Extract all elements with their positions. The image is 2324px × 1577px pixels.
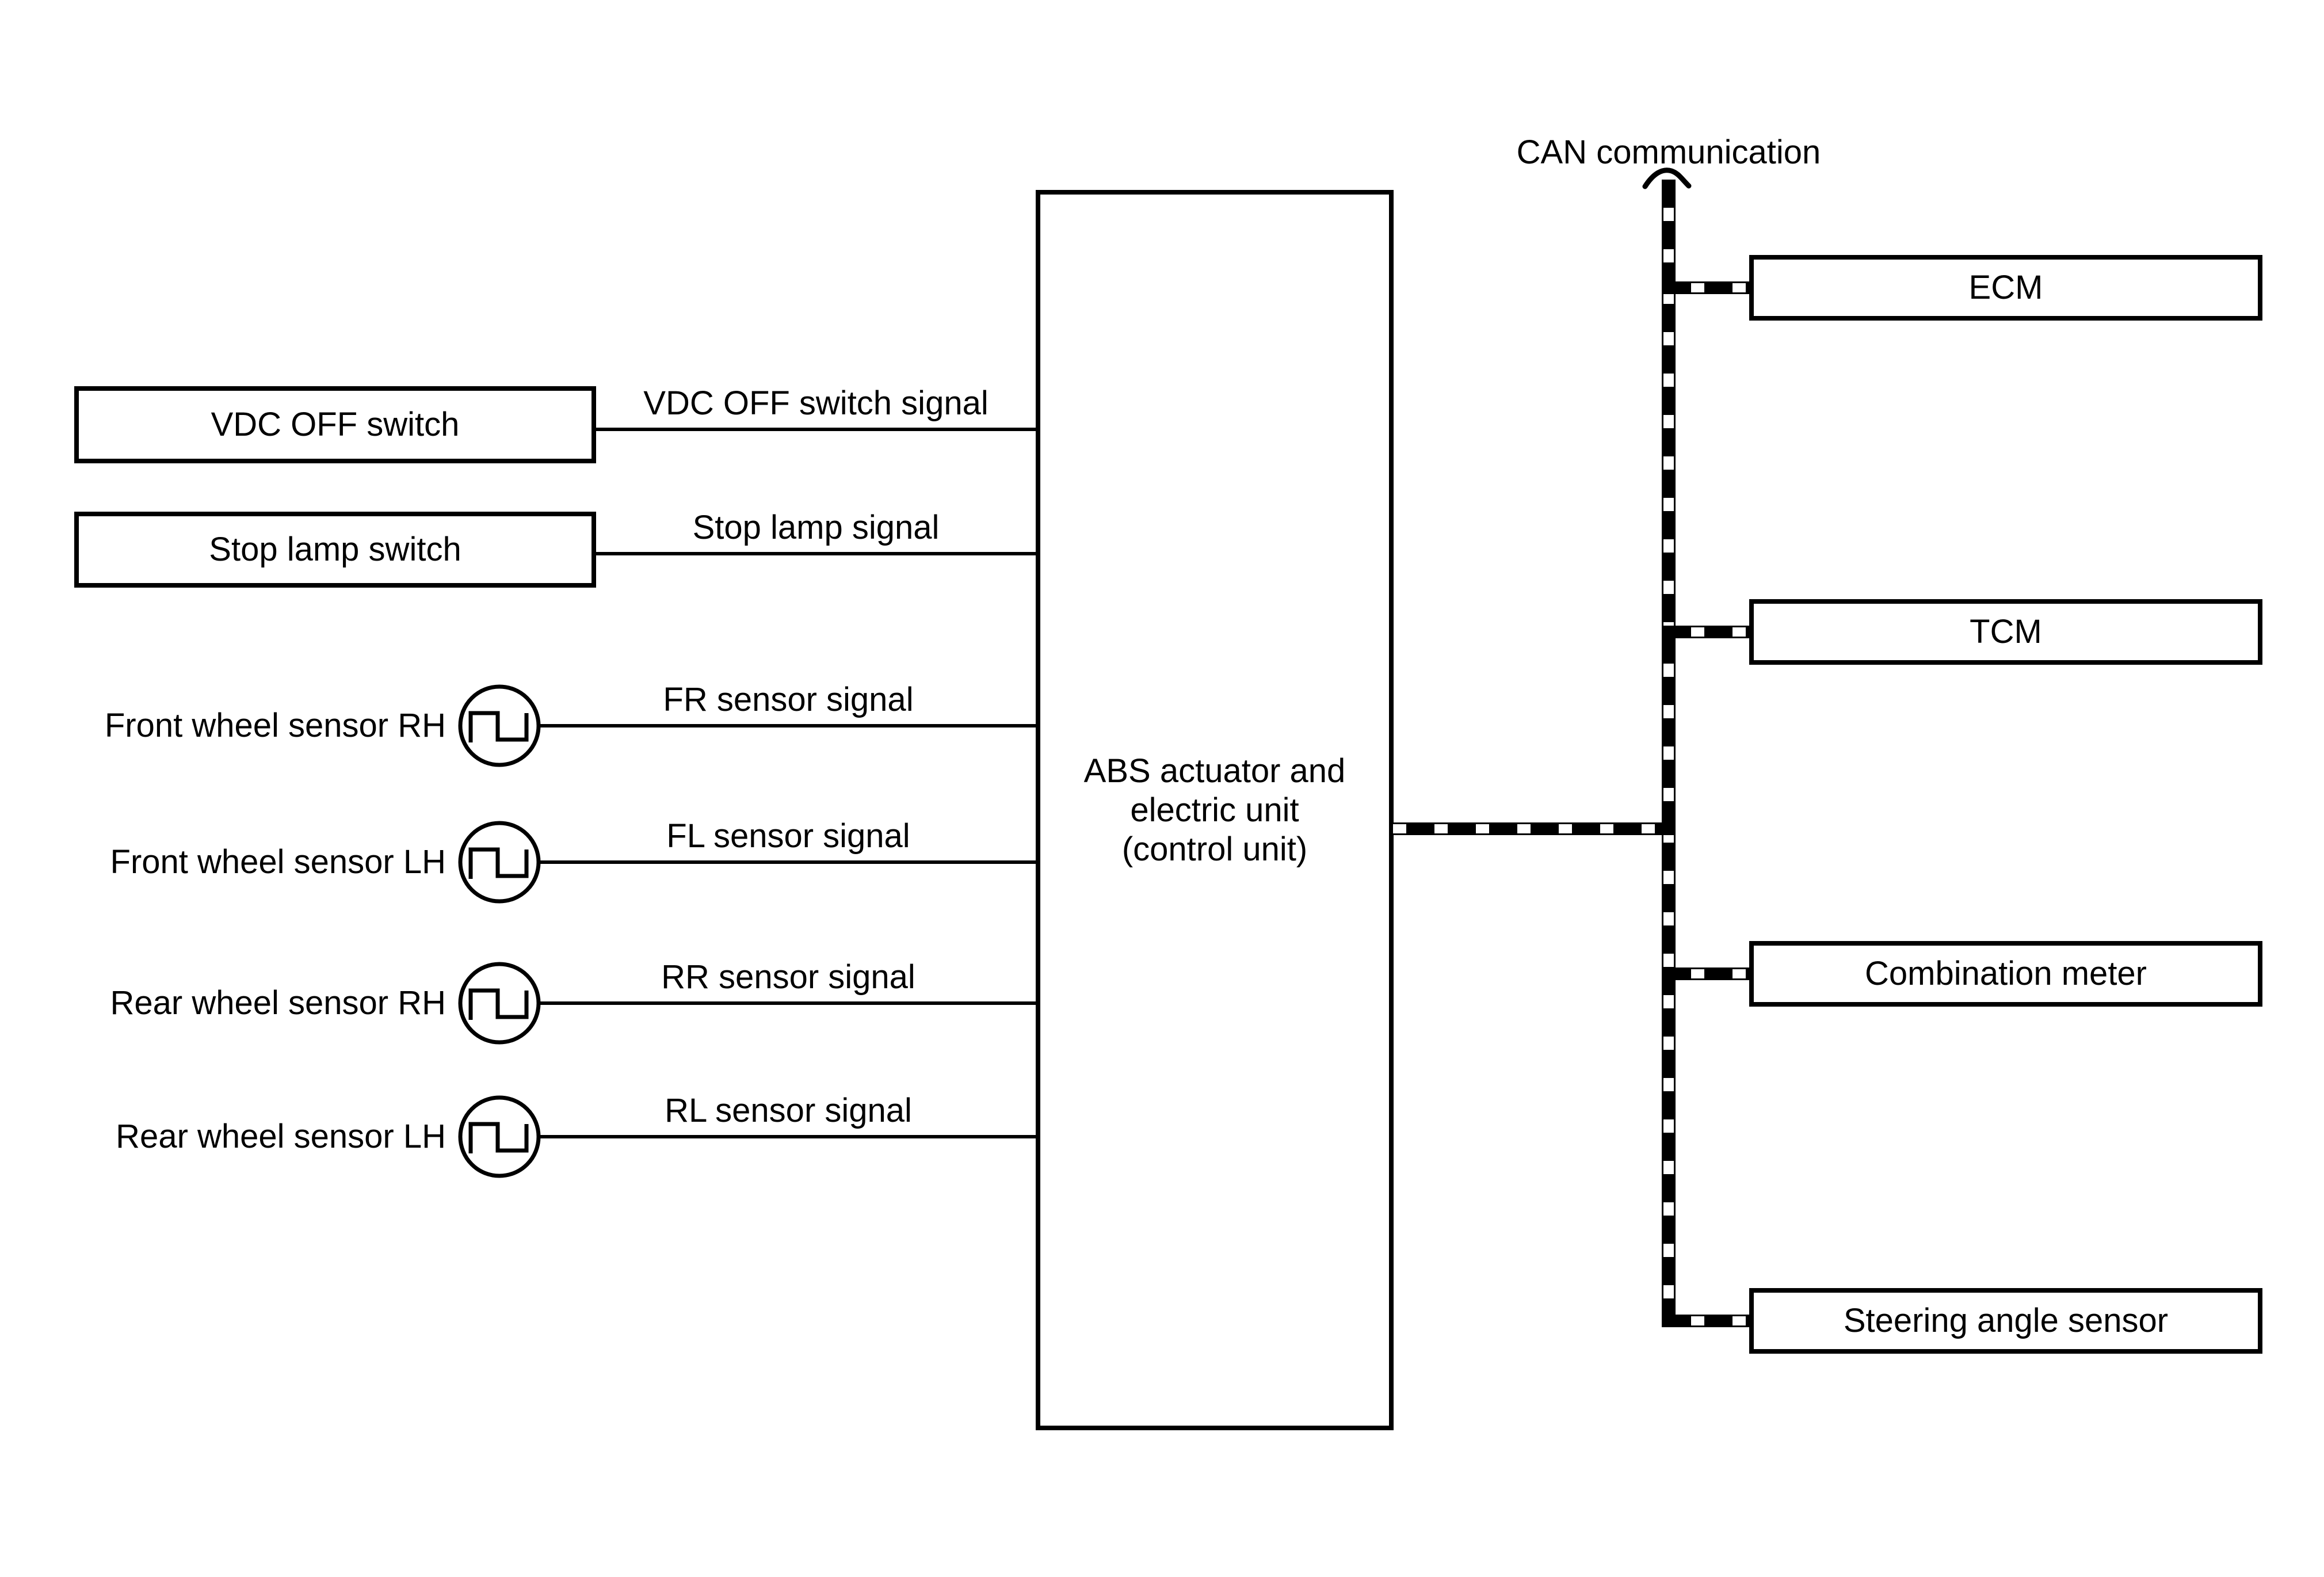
vdc-signal-label: VDC OFF switch signal	[643, 384, 989, 422]
can-stub-ecm	[1663, 281, 1749, 294]
pulse-sensor-icon	[458, 684, 541, 767]
sensor-label-front-rh: Front wheel sensor RH	[104, 707, 446, 744]
stop-lamp-switch-label: Stop lamp switch	[209, 531, 461, 568]
stop-lamp-signal-label: Stop lamp signal	[692, 509, 940, 546]
square-wave-icon	[468, 988, 529, 1020]
can-bus-hook-icon	[1642, 167, 1692, 189]
abs-actuator-box: ABS actuator and electric unit (control …	[1036, 190, 1394, 1430]
rl-signal-line	[539, 1135, 1037, 1138]
fr-signal-label: FR sensor signal	[663, 681, 914, 718]
can-bus-horizontal	[1393, 822, 1676, 835]
vdc-off-switch-box: VDC OFF switch	[74, 386, 596, 463]
can-stub-steering-angle-sensor	[1663, 1315, 1749, 1327]
ecm-label: ECM	[1968, 269, 2043, 306]
module-box-combination-meter: Combination meter	[1749, 941, 2262, 1007]
steering-angle-sensor-label: Steering angle sensor	[1843, 1302, 2169, 1339]
square-wave-icon	[468, 1122, 529, 1153]
rr-signal-line	[539, 1001, 1037, 1005]
sensor-label-rear-lh: Rear wheel sensor LH	[116, 1118, 446, 1155]
vdc-off-switch-label: VDC OFF switch	[211, 406, 460, 443]
tcm-label: TCM	[1970, 613, 2042, 650]
fl-signal-label: FL sensor signal	[666, 817, 910, 855]
vdc-signal-line	[596, 428, 1037, 431]
fl-signal-line	[539, 860, 1037, 864]
module-box-tcm: TCM	[1749, 599, 2262, 665]
stop-lamp-signal-line	[596, 552, 1037, 555]
combination-meter-label: Combination meter	[1865, 955, 2147, 992]
sensor-label-front-lh: Front wheel sensor LH	[110, 843, 446, 881]
fr-signal-line	[539, 724, 1037, 727]
rl-signal-label: RL sensor signal	[665, 1092, 912, 1129]
can-bus-vertical	[1662, 180, 1676, 1327]
square-wave-icon	[468, 847, 529, 879]
pulse-sensor-icon	[458, 821, 541, 904]
abs-actuator-label: ABS actuator and electric unit (control …	[1083, 752, 1346, 868]
stop-lamp-switch-box: Stop lamp switch	[74, 512, 596, 588]
pulse-sensor-icon	[458, 1095, 541, 1178]
can-stub-tcm	[1663, 626, 1749, 638]
module-box-steering-angle-sensor: Steering angle sensor	[1749, 1288, 2262, 1354]
sensor-label-rear-rh: Rear wheel sensor RH	[110, 984, 446, 1022]
can-stub-combination-meter	[1663, 967, 1749, 980]
can-communication-label: CAN communication	[1516, 134, 1821, 171]
module-box-ecm: ECM	[1749, 255, 2262, 321]
square-wave-icon	[468, 711, 529, 742]
rr-signal-label: RR sensor signal	[661, 958, 915, 996]
pulse-sensor-icon	[458, 962, 541, 1045]
